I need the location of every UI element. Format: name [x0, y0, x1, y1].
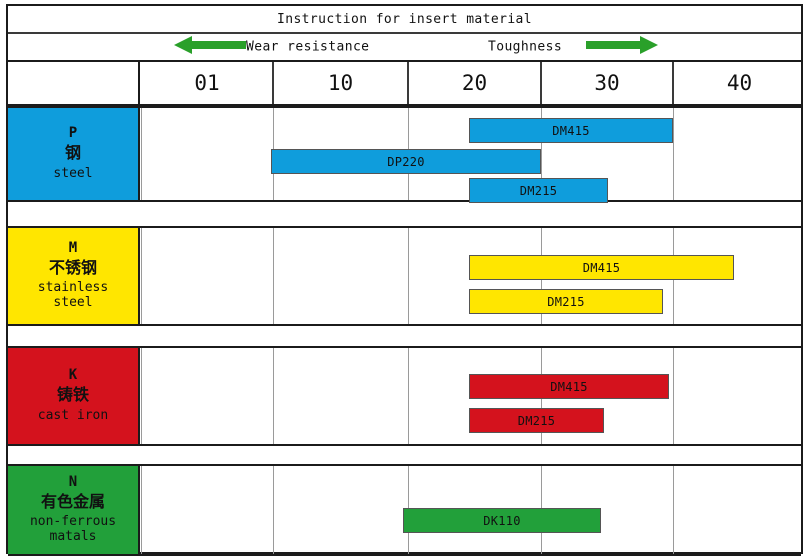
category-name-en: steel: [53, 165, 93, 181]
column-divider: [408, 228, 409, 324]
column-header-20: 20: [409, 62, 542, 104]
column-divider: [141, 108, 142, 200]
wear-resistance-label: Wear resistance: [246, 39, 370, 55]
column-divider: [673, 108, 674, 200]
category-name-en: cast iron: [37, 407, 109, 423]
category-name-cn: 有色金属: [40, 491, 105, 511]
category-name-cn: 钢: [64, 143, 81, 163]
category-code: P: [68, 125, 78, 142]
category-name-cn: 铸铁: [56, 385, 89, 405]
grade-bar-dm415[interactable]: DM415: [469, 118, 673, 143]
column-header-40: 40: [726, 71, 753, 95]
column-divider: [273, 228, 274, 324]
column-divider: [141, 348, 142, 444]
arrow-right-icon: [586, 36, 658, 58]
grade-bar-dp220[interactable]: DP220: [271, 149, 541, 174]
column-divider: [141, 466, 142, 554]
title-row: Instruction for insert material: [8, 6, 801, 34]
category-plot-area: DK110: [141, 466, 801, 554]
header-corner-cell: [8, 62, 140, 104]
page-title: Instruction for insert material: [276, 11, 533, 27]
grade-bar-dm415[interactable]: DM415: [469, 255, 734, 280]
column-divider: [541, 108, 542, 200]
column-divider: [273, 466, 274, 554]
column-divider: [141, 228, 142, 324]
column-divider: [408, 348, 409, 444]
grade-bar-dm415[interactable]: DM415: [469, 374, 669, 399]
grade-bar-dk110[interactable]: DK110: [403, 508, 601, 533]
column-divider: [673, 466, 674, 554]
axis-legend-row: Wear resistance Toughness: [8, 34, 801, 62]
column-divider: [273, 348, 274, 444]
grade-bar-dm215[interactable]: DM215: [469, 178, 608, 203]
column-header-10: 10: [274, 62, 409, 104]
grade-bar-dm215[interactable]: DM215: [469, 289, 663, 314]
column-divider: [673, 348, 674, 444]
grade-bar-dm215[interactable]: DM215: [469, 408, 604, 433]
arrow-left-icon: [174, 36, 246, 58]
category-code: K: [68, 367, 78, 384]
category-name-cn: 不锈钢: [48, 257, 97, 277]
toughness-label: Toughness: [488, 39, 563, 55]
column-header-30: 30: [542, 62, 674, 104]
category-code: N: [68, 473, 78, 490]
insert-material-table: Instruction for insert material Wear res…: [6, 4, 803, 556]
category-code: M: [68, 239, 78, 256]
column-header-01: 01: [142, 62, 274, 104]
